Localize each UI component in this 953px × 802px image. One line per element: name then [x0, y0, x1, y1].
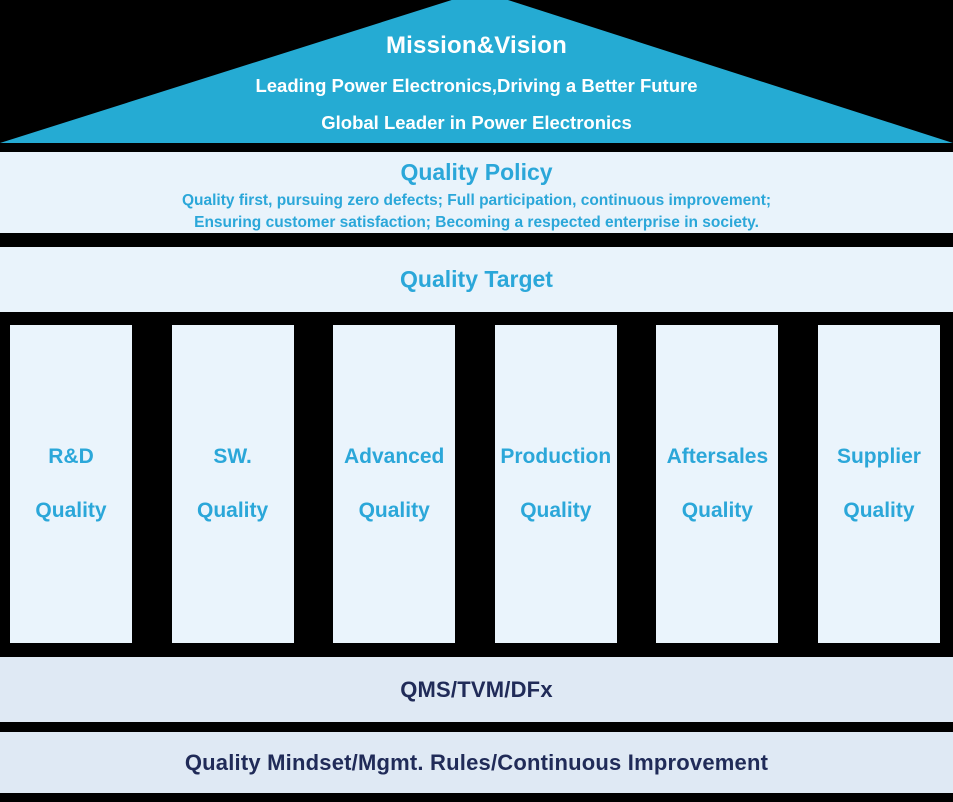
quality-target-title: Quality Target [400, 266, 553, 292]
quality-policy-line-2: Ensuring customer satisfaction; Becoming… [194, 214, 759, 232]
pillar-label: R&D [48, 445, 94, 469]
pillar-label: Aftersales [666, 445, 769, 469]
pillar-label: Quality [681, 499, 753, 522]
pillar-supplier-quality: Supplier Quality [817, 325, 940, 643]
roof-triangle: Mission&Vision Leading Power Electronics… [0, 0, 953, 143]
pillar-label: Quality [35, 499, 107, 522]
pillar-sw-quality: SW. Quality [171, 325, 294, 643]
quality-target-band: Quality Target [0, 247, 953, 312]
pillar-label: SW. [213, 445, 252, 469]
pillar-label: Supplier [836, 445, 921, 469]
pillar-production-quality: Production Quality [494, 325, 617, 643]
base-foundation-label: Quality Mindset/Mgmt. Rules/Continuous I… [184, 749, 769, 775]
pillar-label: Quality [358, 499, 430, 522]
quality-policy-band: Quality Policy Quality first, pursuing z… [0, 152, 953, 233]
pillar-label: Production [500, 445, 612, 469]
pillar-advanced-quality: Advanced Quality [333, 325, 456, 643]
base-foundation-band: Quality Mindset/Mgmt. Rules/Continuous I… [0, 732, 953, 793]
pillar-aftersales-quality: Aftersales Quality [656, 325, 779, 643]
quality-policy-title: Quality Policy [400, 159, 553, 185]
mission-vision-title: Mission&Vision [385, 32, 568, 59]
pillar-label: Advanced [344, 445, 445, 469]
mission-subtitle-2: Global Leader in Power Electronics [321, 112, 632, 133]
qms-foundation-band: QMS/TVM/DFx [0, 657, 953, 722]
mission-subtitle-1: Leading Power Electronics,Driving a Bett… [255, 75, 698, 96]
pillar-label: Quality [843, 499, 915, 522]
quality-policy-line-1: Quality first, pursuing zero defects; Fu… [181, 192, 772, 209]
pillar-rd-quality: R&D Quality [10, 325, 132, 643]
pillar-label: Quality [197, 499, 269, 522]
qms-label: QMS/TVM/DFx [400, 676, 553, 702]
pillar-row: R&D Quality SW. Quality Advanced Quality… [0, 325, 953, 643]
pillar-label: Quality [520, 499, 592, 522]
